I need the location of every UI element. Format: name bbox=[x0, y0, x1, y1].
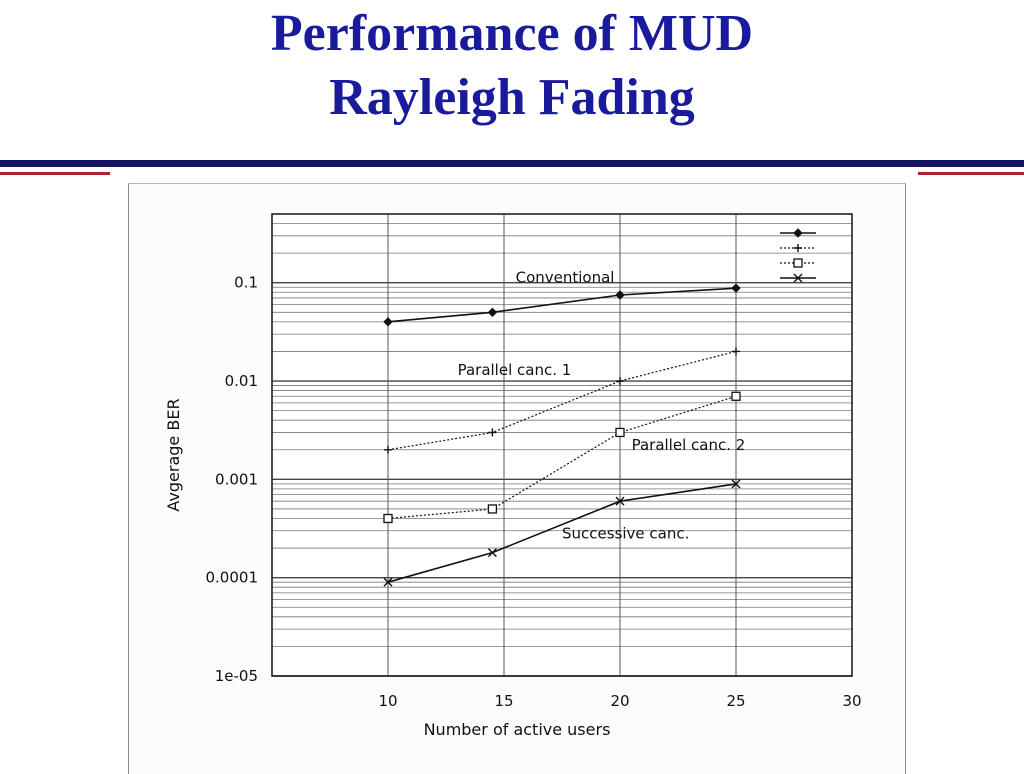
data-point-series-4 bbox=[731, 479, 741, 489]
legend-marker-4 bbox=[793, 273, 803, 283]
series-annotation-4: Successive canc. bbox=[562, 525, 689, 543]
x-tick-label: 30 bbox=[842, 692, 861, 710]
plot-background bbox=[272, 214, 852, 676]
series-line-3 bbox=[387, 395, 737, 520]
x-tick-label: 10 bbox=[378, 692, 397, 710]
data-point-series-2 bbox=[616, 377, 624, 386]
series-annotation-2: Parallel canc. 1 bbox=[458, 361, 572, 379]
data-point-series-4 bbox=[383, 577, 393, 587]
data-point-series-1 bbox=[615, 290, 625, 300]
title-divider-right bbox=[918, 172, 1024, 175]
data-point-series-2 bbox=[384, 445, 392, 454]
data-point-series-1 bbox=[487, 307, 498, 318]
y-tick-label: 0.01 bbox=[225, 372, 258, 390]
slide-title-line-2: Rayleigh Fading bbox=[329, 69, 695, 126]
data-point-series-1 bbox=[383, 317, 393, 327]
data-point-series-3 bbox=[731, 391, 741, 401]
series-annotation-1: Conventional bbox=[516, 269, 615, 287]
x-tick-label: 20 bbox=[610, 692, 629, 710]
data-point-series-2 bbox=[732, 347, 740, 356]
x-axis-label: Number of active users bbox=[424, 720, 611, 739]
legend-marker-3 bbox=[793, 258, 803, 268]
data-point-series-4 bbox=[615, 496, 625, 506]
y-tick-label: 0.1 bbox=[234, 274, 258, 292]
legend-marker-1 bbox=[793, 228, 803, 238]
title-divider-primary bbox=[0, 160, 1024, 167]
plot-border bbox=[271, 213, 853, 677]
data-point-series-2 bbox=[488, 428, 497, 437]
data-point-series-3 bbox=[615, 427, 625, 438]
x-tick-label: 25 bbox=[726, 692, 745, 710]
slide-title-line-1: Performance of MUD bbox=[270, 5, 754, 62]
series-annotation-3: Parallel canc. 2 bbox=[632, 436, 746, 454]
series-line-2 bbox=[387, 350, 737, 451]
slide-title: Performance of MUD Rayleigh Fading bbox=[0, 2, 1024, 130]
y-tick-label: 1e-05 bbox=[215, 667, 258, 685]
y-tick-label: 0.0001 bbox=[206, 569, 259, 587]
data-point-series-4 bbox=[487, 548, 497, 558]
title-divider-left bbox=[0, 172, 110, 175]
data-point-series-3 bbox=[487, 504, 498, 514]
y-axis-label: Avgerage BER bbox=[164, 398, 183, 511]
legend-marker-2 bbox=[794, 244, 802, 252]
series-line-4 bbox=[387, 483, 737, 583]
y-tick-label: 0.001 bbox=[215, 470, 258, 488]
series-line-1 bbox=[387, 287, 737, 323]
x-tick-label: 15 bbox=[494, 692, 513, 710]
data-point-series-3 bbox=[383, 513, 393, 524]
data-point-series-1 bbox=[731, 283, 741, 293]
